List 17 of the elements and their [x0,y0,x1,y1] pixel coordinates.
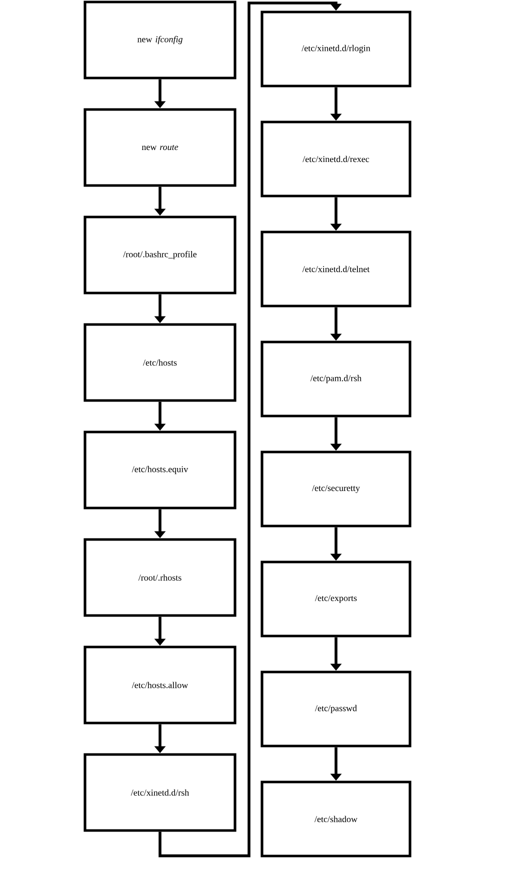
process-box: /etc/xinetd.d/telnet [260,230,412,308]
process-box: /etc/exports [260,560,412,638]
process-box: /etc/hosts.allow [84,646,236,724]
process-box: /etc/hosts.equiv [84,430,236,510]
process-box: /etc/securetty [260,450,412,528]
process-box: /etc/xinetd.d/rexec [260,120,412,198]
process-box: /root/.bashrc_profile [84,216,236,294]
process-box: new ifconfig [84,0,236,80]
process-box: new route [84,108,236,187]
process-box: /root/.rhosts [84,538,236,617]
process-box: /etc/passwd [260,670,412,748]
arrow [158,2,342,858]
process-box: /etc/pam.d/rsh [260,340,412,418]
process-box: /etc/shadow [260,780,412,858]
process-box: /etc/xinetd.d/rlogin [260,10,412,88]
process-box: /etc/xinetd.d/rsh [84,753,236,832]
process-box: /etc/hosts [84,323,236,402]
